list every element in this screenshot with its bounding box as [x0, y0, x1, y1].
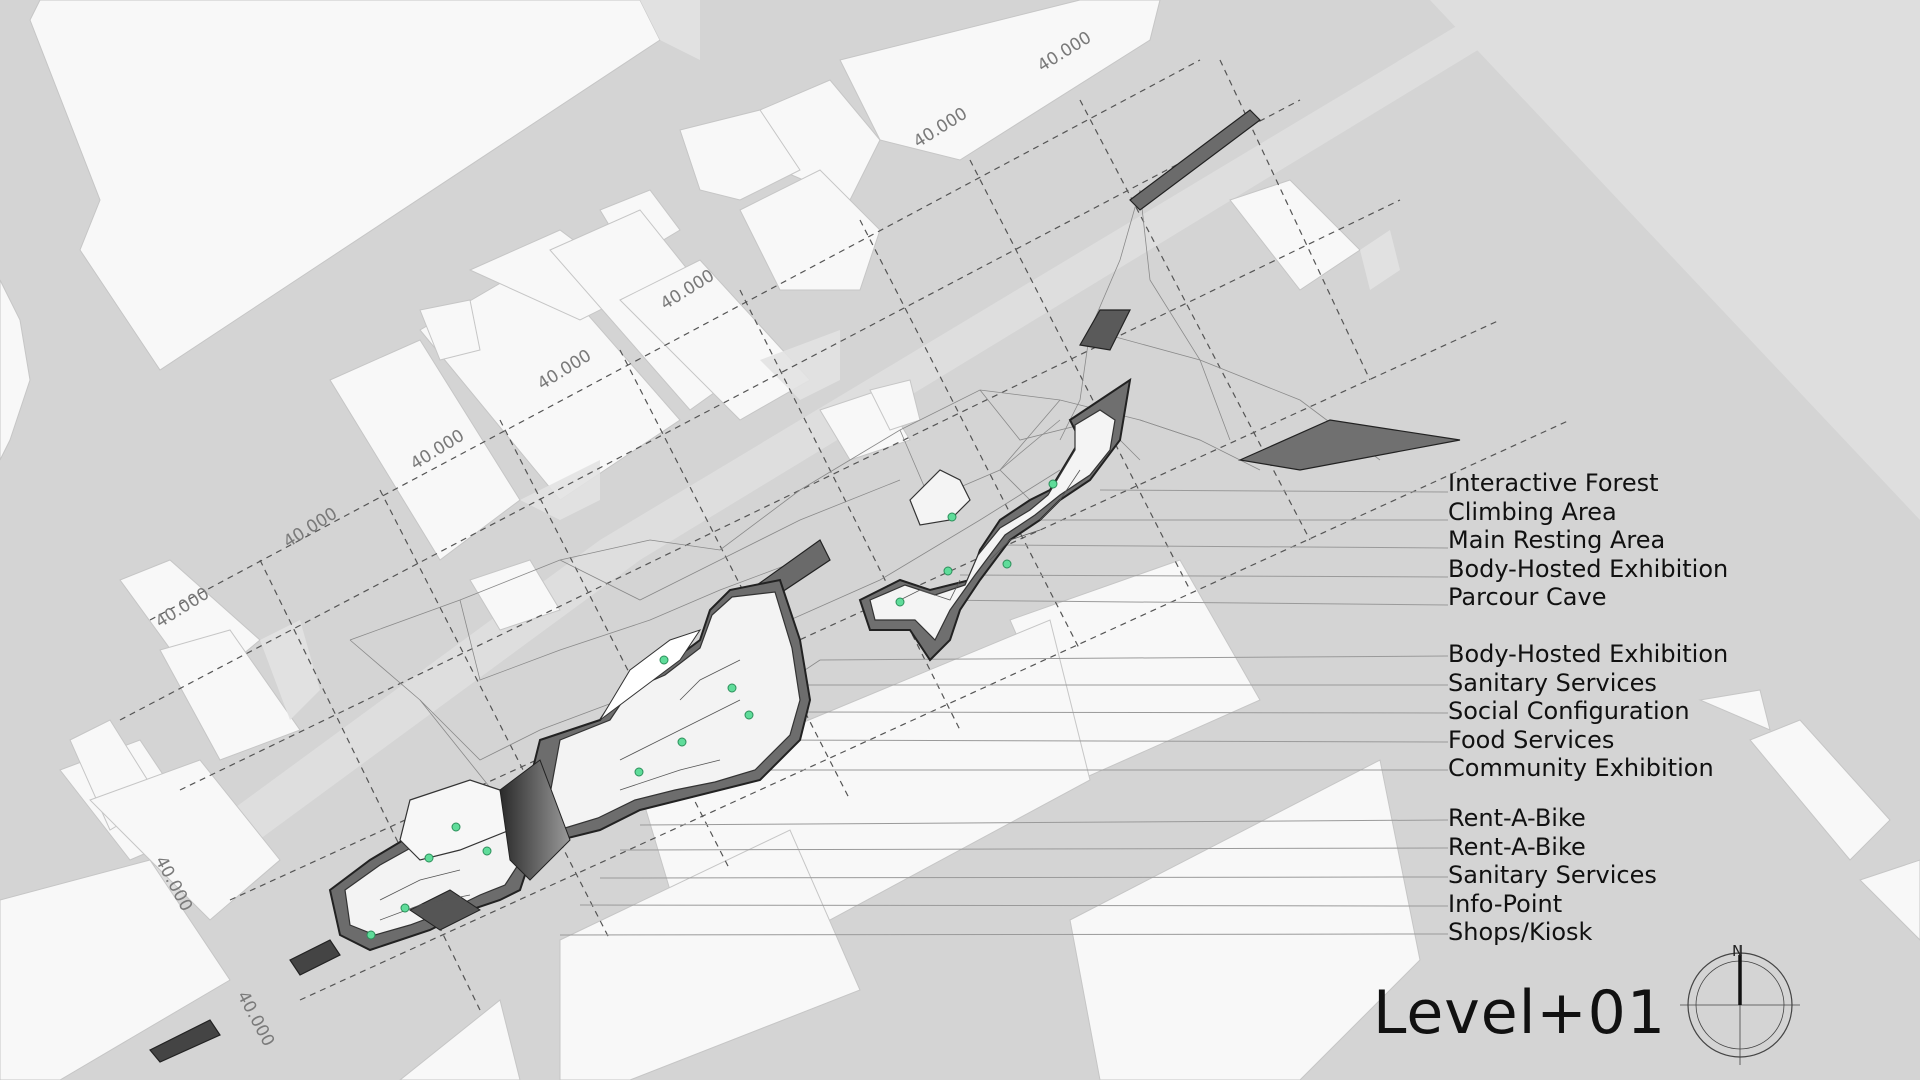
legend-item: Interactive Forest	[1448, 469, 1659, 497]
legend-item: Shops/Kiosk	[1448, 918, 1593, 947]
activity-markers	[366, 479, 1058, 940]
legend-item: Rent-A-Bike	[1448, 832, 1586, 861]
leader-lines	[559, 489, 1449, 936]
legend-item: Body-Hosted Exhibition	[1448, 640, 1729, 668]
level-title: Level+01	[1373, 978, 1666, 1048]
roads	[0, 0, 1920, 1030]
interior-linework	[379, 469, 1081, 921]
legend-item: Sanitary Services	[1448, 861, 1657, 890]
compass-north-label: N	[1732, 942, 1743, 960]
platform-pod-south	[328, 759, 571, 952]
legend-item: Climbing Area	[1448, 497, 1617, 526]
legend-item: Body-Hosted Exhibition	[1448, 554, 1729, 583]
legend-item: Parcour Cave	[1448, 583, 1607, 612]
legend-item: Info-Point	[1448, 889, 1563, 918]
building-shadows	[260, 0, 1400, 720]
compass-icon	[1680, 945, 1800, 1065]
legend-item: Food Services	[1448, 725, 1615, 754]
canopy-arms	[149, 109, 1461, 1063]
legend-item: Main Resting Area	[1448, 526, 1666, 555]
canopy-mesh	[349, 189, 1381, 801]
platform-pod-central	[518, 578, 812, 842]
legend-item: Social Configuration	[1448, 697, 1690, 726]
platform-pod-north	[858, 377, 1132, 662]
legend-item: Community Exhibition	[1448, 754, 1714, 783]
legend-item: Rent-A-Bike	[1448, 804, 1586, 832]
legend-item: Sanitary Services	[1448, 668, 1657, 697]
